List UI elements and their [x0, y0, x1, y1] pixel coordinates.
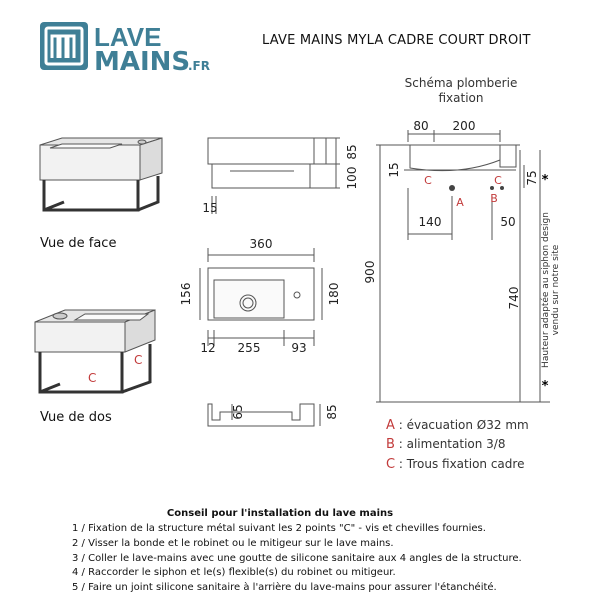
dim-100: 100: [345, 167, 359, 190]
dim-15: 15: [202, 201, 217, 215]
legend-item-b: B : alimentation 3/8: [386, 437, 505, 452]
legend-key-a: A: [386, 418, 395, 433]
legend-text-a: : évacuation Ø32 mm: [398, 418, 529, 432]
instruction-step: 4 / Raccorder le siphon et le(s) flexibl…: [72, 567, 396, 579]
marker-c-back-left: C: [88, 371, 96, 385]
dim-schema-80: 80: [413, 119, 428, 133]
marker-c-right: C: [494, 174, 502, 187]
schema-title-line1: Schéma plomberie: [404, 76, 518, 90]
marker-a: A: [456, 196, 464, 209]
dim-schema-740: 740: [507, 287, 521, 310]
back-3d-view: C C: [34, 309, 156, 394]
dim-schema-200: 200: [453, 119, 476, 133]
legend-item-a: A : évacuation Ø32 mm: [386, 418, 529, 433]
marker-c-back-right: C: [134, 353, 142, 367]
legend-item-c: C : Trous fixation cadre: [386, 457, 524, 472]
dim-schema-15: 15: [387, 162, 401, 177]
front-view-label: Vue de face: [40, 236, 117, 251]
dim-180: 180: [327, 283, 341, 306]
dim-93: 93: [291, 341, 306, 355]
asterisk-top: *: [542, 173, 549, 188]
dim-156: 156: [179, 283, 193, 306]
marker-c-left: C: [424, 174, 432, 187]
logo-mark: LAVE MAINS .FR: [40, 22, 210, 77]
brand-logo: LAVE MAINS .FR: [40, 20, 230, 77]
schema-title-line2: fixation: [438, 91, 484, 105]
legend-key-c: C: [386, 457, 396, 472]
side-note-line2: vendu sur notre site: [551, 244, 561, 335]
dim-255: 255: [238, 341, 261, 355]
instructions-header: Conseil pour l'installation du lave main…: [166, 508, 394, 519]
technical-drawing: 85 100 15 360 156 180 12 255 93 65 85 80…: [179, 119, 561, 427]
installation-instructions: Conseil pour l'installation du lave main…: [0, 508, 600, 596]
back-view-label: Vue de dos: [40, 410, 112, 425]
asterisk-bottom: *: [542, 379, 549, 394]
logo-line1: LAVE: [94, 22, 161, 52]
dim-12: 12: [200, 341, 215, 355]
dim-360: 360: [250, 237, 273, 251]
legend-text-b: : alimentation 3/8: [398, 437, 506, 451]
legend-text-c: : Trous fixation cadre: [398, 457, 525, 471]
dim-schema-140: 140: [419, 215, 442, 229]
instruction-step: 3 / Coller le lave-mains avec une goutte…: [72, 552, 522, 564]
instructions-list: 1 / Fixation de la structure métal suiva…: [0, 522, 600, 596]
dim-85-side: 85: [325, 404, 339, 419]
dim-schema-50: 50: [500, 215, 515, 229]
dim-schema-75: 75: [525, 170, 539, 185]
dim-85: 85: [345, 144, 359, 159]
instruction-step: 5 / Faire un joint silicone sanitaire à …: [72, 582, 497, 594]
logo-line2: MAINS: [94, 47, 190, 76]
legend-key-b: B: [386, 437, 395, 452]
schema-title: Schéma plomberie fixation: [396, 76, 526, 106]
logo-suffix: .FR: [188, 59, 210, 73]
instruction-step: 2 / Visser la bonde et le robinet ou le …: [72, 537, 394, 549]
side-note-line1: Hauteur adaptée au siphon design: [540, 212, 551, 368]
page-title: LAVE MAINS MYLA CADRE COURT DROIT: [262, 33, 531, 48]
instruction-step: 1 / Fixation de la structure métal suiva…: [72, 523, 486, 534]
dim-65: 65: [231, 404, 245, 419]
marker-b: B: [490, 192, 498, 205]
front-3d-view: [39, 137, 163, 212]
dim-schema-900: 900: [363, 261, 377, 284]
